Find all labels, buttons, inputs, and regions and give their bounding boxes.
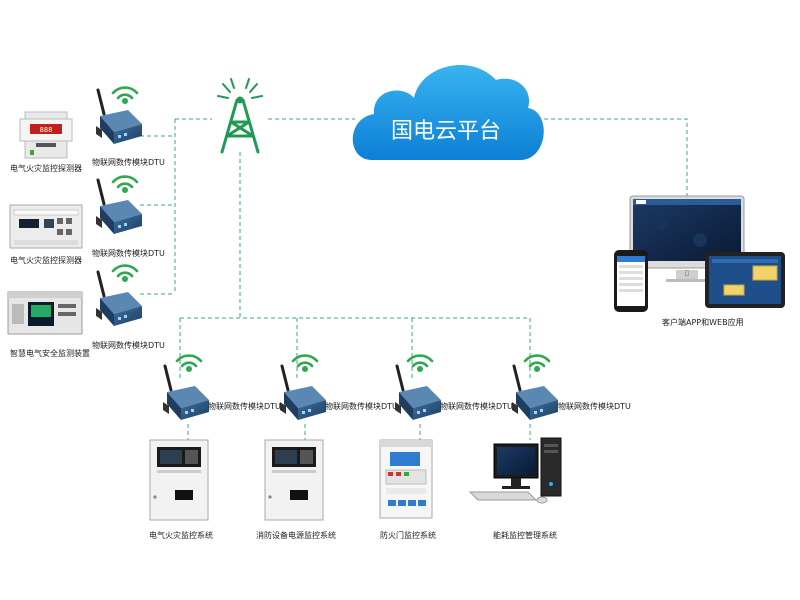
fire-control-cabinet-icon xyxy=(149,439,209,521)
wifi-signal-icon xyxy=(523,354,551,374)
system-label: 防火门监控系统 xyxy=(380,530,436,540)
cloud-icon xyxy=(352,64,544,160)
dtu-device-icon xyxy=(393,364,443,422)
connection-lines xyxy=(140,118,688,440)
svg-text::  xyxy=(685,270,689,277)
system-fire-door-monitoring: 物联网数传模块DTU 防火门监控系统 xyxy=(379,354,513,540)
smart-electrical-monitor-icon xyxy=(7,291,83,335)
power-monitor-cabinet-icon xyxy=(264,439,324,521)
system-label: 能耗监控管理系统 xyxy=(493,530,557,540)
device-electrical-fire-detector-1: 888 电气火灾监控探测器 xyxy=(10,111,82,173)
dtu-device-icon xyxy=(278,364,328,422)
dtu-label: 物联网数传模块DTU xyxy=(325,401,398,411)
device-smart-electrical-monitor: 智慧电气安全监测装置 xyxy=(7,291,90,358)
system-label: 消防设备电源监控系统 xyxy=(256,530,336,540)
dtu-label: 物联网数传模块DTU xyxy=(208,401,281,411)
device-label: 智慧电气安全监测装置 xyxy=(10,348,90,358)
dtu-label: 物联网数传模块DTU xyxy=(92,340,165,350)
fire-door-panel-icon xyxy=(379,439,433,519)
electrical-fire-detector-icon: 888 xyxy=(19,111,73,159)
dtu-module-left-3: 物联网数传模块DTU xyxy=(92,264,165,350)
link-cloud-to-client xyxy=(537,118,688,196)
cloud-platform: 国电云平台 xyxy=(352,64,544,160)
client-label: 客户端APP和WEB应用 xyxy=(662,317,744,327)
dtu-label: 物联网数传模块DTU xyxy=(558,401,631,411)
tower-icon xyxy=(217,78,263,154)
dtu-label: 物联网数传模块DTU xyxy=(92,248,165,258)
wifi-signal-icon xyxy=(175,354,203,374)
device-electrical-fire-detector-2: 电气火灾监控探测器 xyxy=(9,204,83,265)
system-energy-monitoring: 物联网数传模块DTU 能耗监控管理系统 xyxy=(468,354,631,540)
wifi-signal-icon xyxy=(111,264,139,284)
dtu-device-icon xyxy=(94,270,144,328)
dtu-device-icon xyxy=(510,364,560,422)
system-electrical-fire-monitoring: 物联网数传模块DTU 电气火灾监控系统 xyxy=(149,354,281,540)
phone-icon xyxy=(614,250,648,312)
dtu-device-icon xyxy=(94,178,144,236)
cloud-label: 国电云平台 xyxy=(391,119,501,144)
dtu-device-icon xyxy=(161,364,211,422)
system-label: 电气火灾监控系统 xyxy=(149,530,213,540)
dtu-module-left-1: 物联网数传模块DTU xyxy=(92,86,165,167)
system-fire-power-monitoring: 物联网数传模块DTU 消防设备电源监控系统 xyxy=(256,354,398,540)
device-label: 电气火灾监控探测器 xyxy=(10,255,82,265)
monitor-icon:  xyxy=(629,195,745,282)
device-label: 电气火灾监控探测器 xyxy=(10,163,82,173)
svg-text:888: 888 xyxy=(40,126,53,134)
electrical-fire-detector-wide-icon xyxy=(9,204,83,249)
dtu-module-left-2: 物联网数传模块DTU xyxy=(92,175,165,258)
dtu-label: 物联网数传模块DTU xyxy=(440,401,513,411)
tablet-icon xyxy=(705,252,785,308)
wifi-signal-icon xyxy=(111,86,139,106)
pc-workstation-icon xyxy=(468,437,562,504)
dtu-label: 物联网数传模块DTU xyxy=(92,157,165,167)
client-devices:  客户端APP和WEB应用 xyxy=(614,195,785,327)
wifi-signal-icon xyxy=(111,175,139,195)
